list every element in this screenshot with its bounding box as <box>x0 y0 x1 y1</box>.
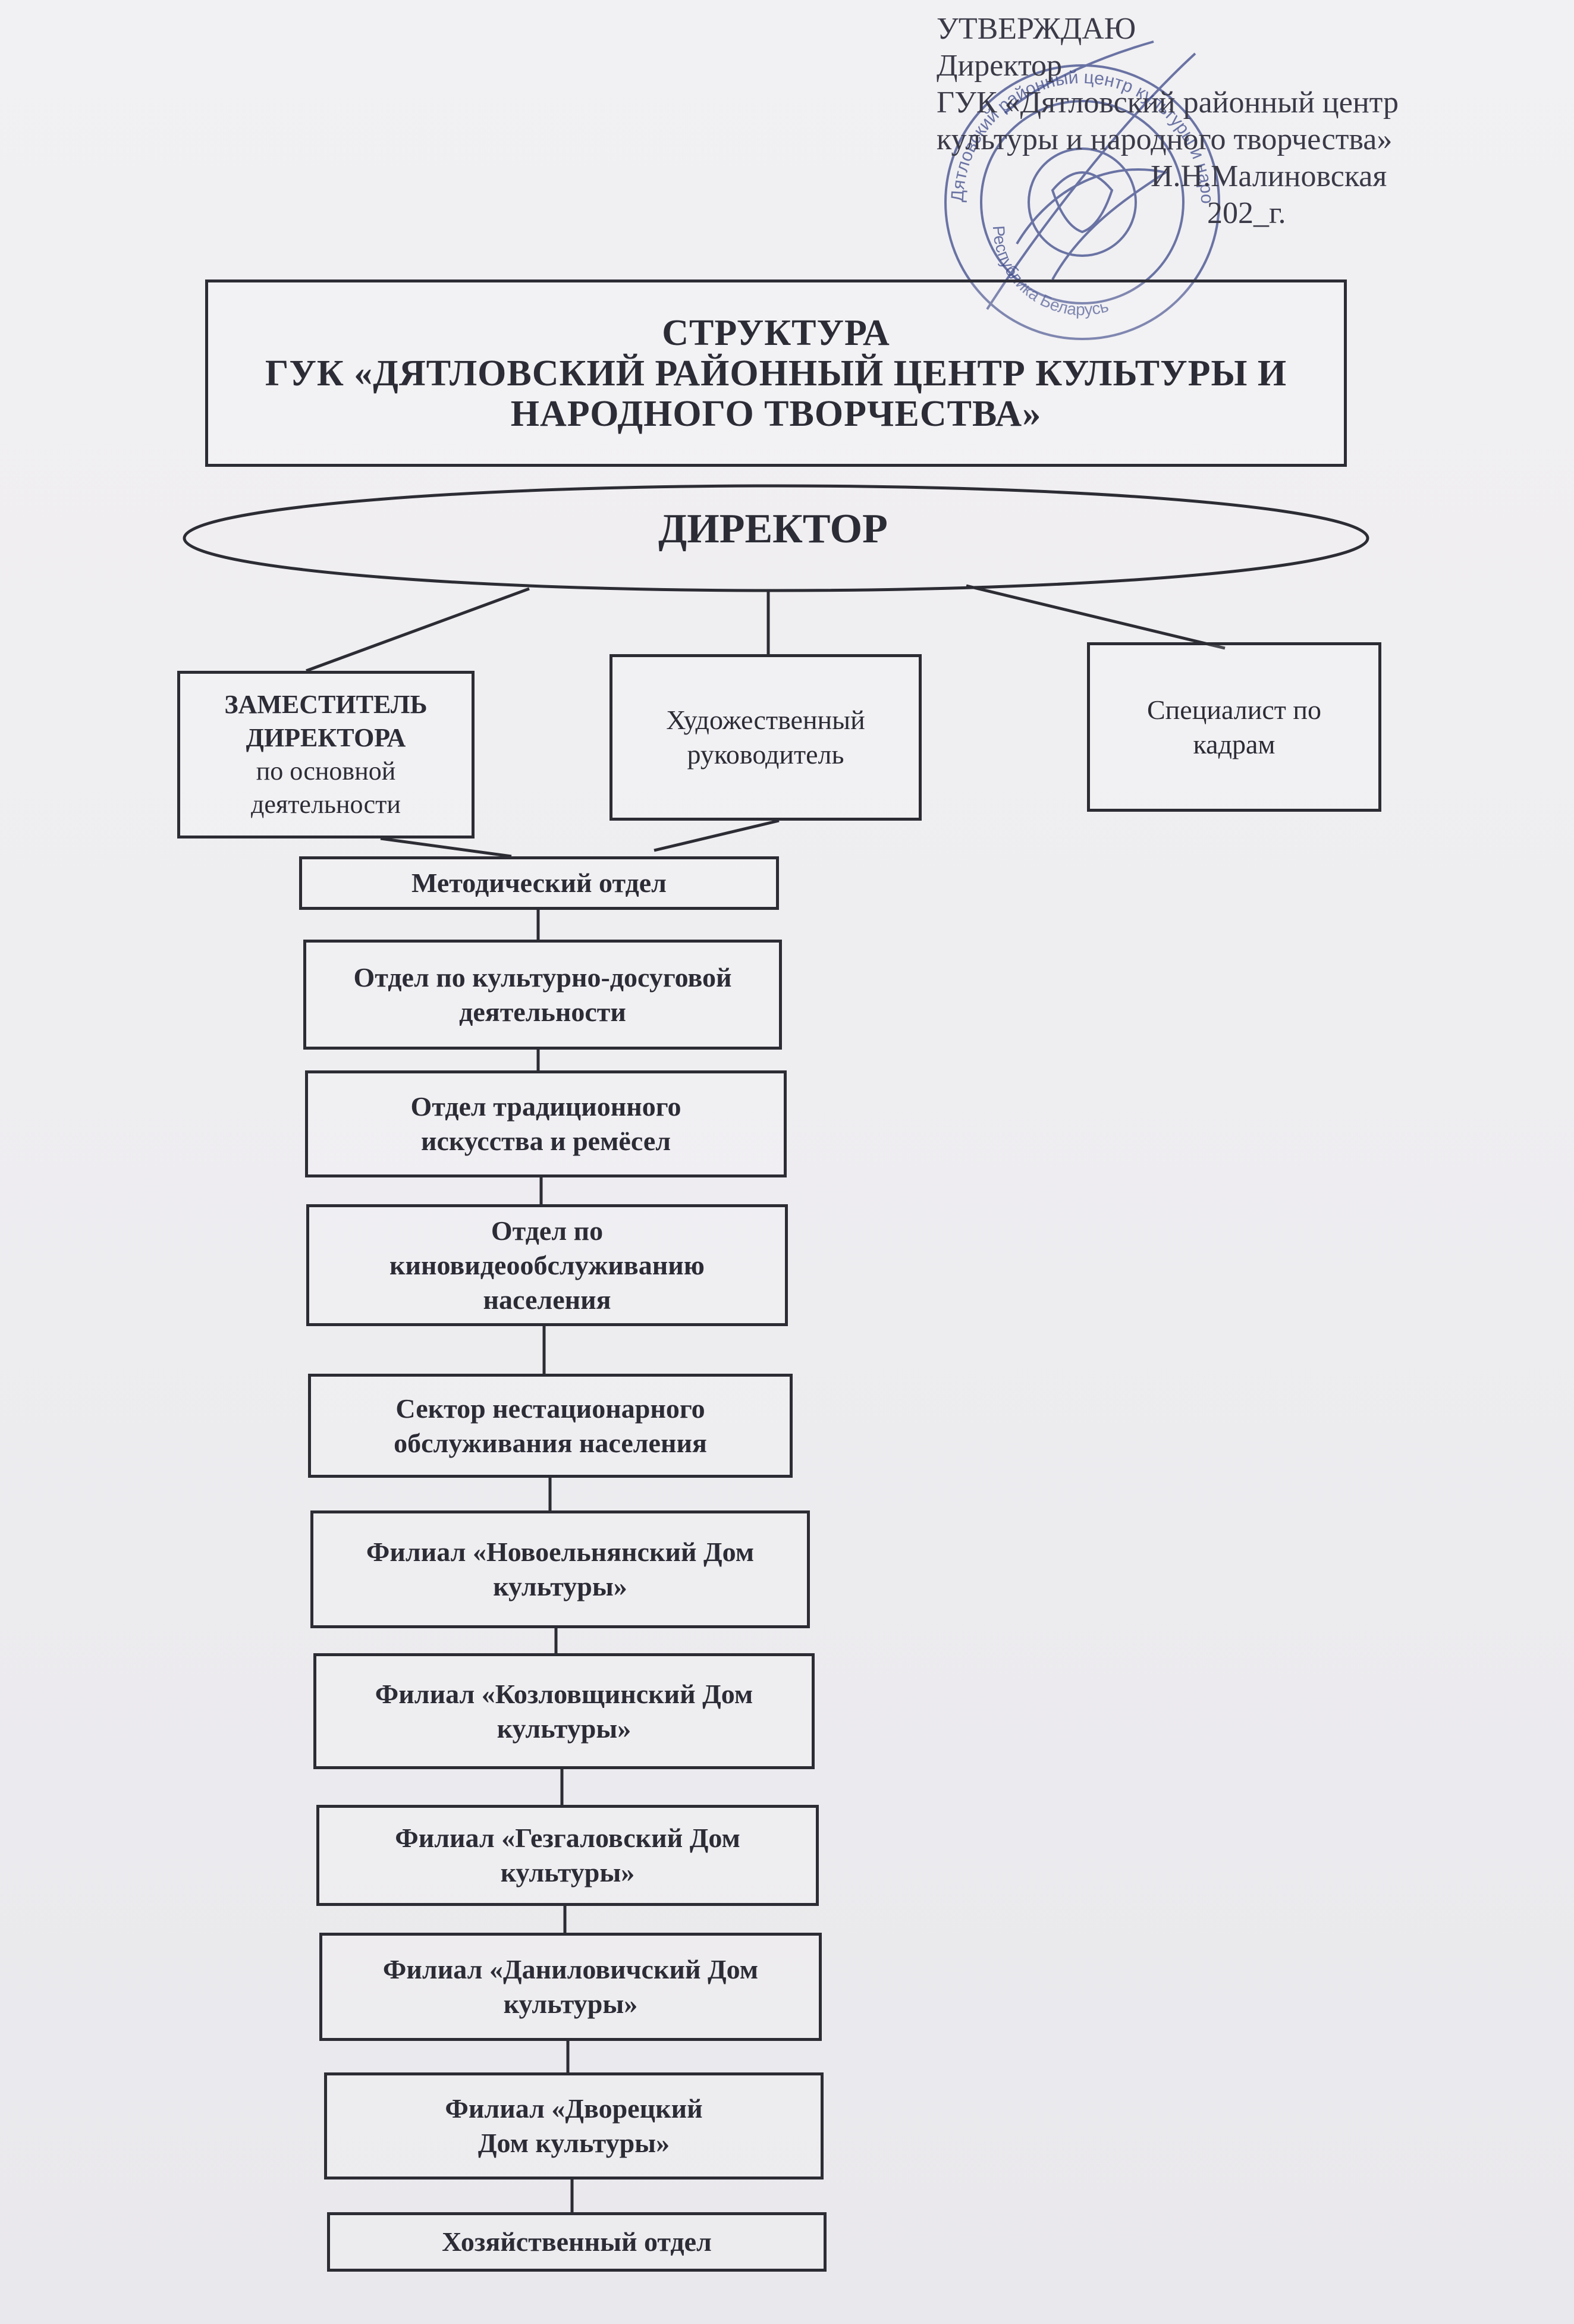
title-line-1: СТРУКТУРА <box>662 312 890 353</box>
dept-traditional-arts-line-2: искусства и ремёсел <box>420 1126 671 1156</box>
dept-traditional-arts-box: Отдел традиционного искусства и ремёсел <box>305 1070 787 1177</box>
branch-kozlovshchina-line-2: культуры» <box>497 1713 632 1744</box>
connector-artistic-methodical <box>654 819 780 852</box>
dept-traditional-arts-line-1: Отдел традиционного <box>410 1091 681 1122</box>
deputy-line-2: ДИРЕКТОРА <box>246 723 406 752</box>
dept-film-video-line-2: киновидеообслуживанию <box>389 1249 705 1280</box>
director-label: ДИРЕКТОР <box>658 506 888 552</box>
branch-kozlovshchina-box: Филиал «Козловщинский Дом культуры» <box>313 1653 815 1769</box>
branch-danilovichi-line-2: культуры» <box>503 1989 638 2019</box>
branch-gezgaly-box: Филиал «Гезгаловский Дом культуры» <box>316 1805 819 1906</box>
approval-signatory-name: И.Н.Малиновская <box>1151 159 1387 193</box>
dept-cultural-leisure-line-1: Отдел по культурно-досуговой <box>353 962 732 993</box>
deputy-line-4: деятельности <box>251 790 401 819</box>
branch-danilovichi-box: Филиал «Даниловичский Дом культуры» <box>319 1933 822 2041</box>
approval-block: УТВЕРЖДАЮ Директор ГУК «Дятловский район… <box>937 11 1472 232</box>
artistic-line-1: Художественный <box>666 705 865 735</box>
branch-gezgaly-line-1: Филиал «Гезгаловский Дом <box>395 1823 740 1853</box>
title-line-3: НАРОДНОГО ТВОРЧЕСТВА» <box>510 393 1042 434</box>
approval-position: Директор <box>937 49 1062 83</box>
artistic-director-box: Художественный руководитель <box>610 654 922 821</box>
dept-methodical-line-1: Методический отдел <box>411 868 667 898</box>
approval-heading: УТВЕРЖДАЮ <box>937 12 1136 46</box>
hr-line-1: Специалист по <box>1147 694 1321 725</box>
artistic-line-2: руководитель <box>687 739 844 770</box>
branch-gezgaly-line-2: культуры» <box>500 1857 635 1888</box>
connector-director-hr <box>966 584 1226 650</box>
dept-household-line-1: Хозяйственный отдел <box>442 2226 712 2257</box>
connector-deputy-methodical <box>380 837 512 858</box>
branch-kozlovshchina-line-1: Филиал «Козловщинский Дом <box>375 1678 753 1709</box>
approval-org-line2: культуры и народного творчества» <box>937 123 1393 156</box>
dept-film-video-line-1: Отдел по <box>491 1215 604 1246</box>
director-ellipse <box>183 484 1369 592</box>
round-seal-stamp: Дятловский районный центр культуры и нар… <box>916 30 1220 340</box>
connector-director-deputy <box>306 587 530 673</box>
document-title-box: СТРУКТУРА ГУК «ДЯТЛОВСКИЙ РАЙОННЫЙ ЦЕНТР… <box>205 279 1347 467</box>
deputy-line-3: по основной <box>256 756 396 786</box>
branch-dvorets-line-1: Филиал «Дворецкий <box>445 2093 703 2124</box>
dept-mobile-service-line-1: Сектор нестационарного <box>395 1393 705 1424</box>
dept-household-box: Хозяйственный отдел <box>327 2212 827 2272</box>
hr-specialist-box: Специалист по кадрам <box>1087 642 1381 812</box>
dept-cultural-leisure-line-2: деятельности <box>459 996 626 1027</box>
approval-org-line1: ГУК «Дятловский районный центр <box>937 86 1399 120</box>
branch-novoelnya-line-2: культуры» <box>493 1571 627 1601</box>
title-line-2: ГУК «ДЯТЛОВСКИЙ РАЙОННЫЙ ЦЕНТР КУЛЬТУРЫ … <box>265 353 1287 394</box>
dept-film-video-line-3: населения <box>483 1284 611 1315</box>
branch-novoelnya-line-1: Филиал «Новоельнянский Дом <box>366 1537 755 1567</box>
branch-dvorets-line-2: Дом культуры» <box>477 2128 670 2158</box>
deputy-director-box: ЗАМЕСТИТЕЛЬ ДИРЕКТОРА по основной деятел… <box>177 671 475 838</box>
approval-date: 202_г. <box>1207 196 1286 230</box>
hr-line-2: кадрам <box>1193 728 1275 759</box>
deputy-line-1: ЗАМЕСТИТЕЛЬ <box>224 690 428 719</box>
branch-danilovichi-line-1: Филиал «Даниловичский Дом <box>382 1954 759 1984</box>
branch-novoelnya-box: Филиал «Новоельнянский Дом культуры» <box>310 1510 810 1628</box>
dept-mobile-service-line-2: обслуживания населения <box>394 1427 707 1458</box>
dept-methodical-box: Методический отдел <box>299 856 779 910</box>
